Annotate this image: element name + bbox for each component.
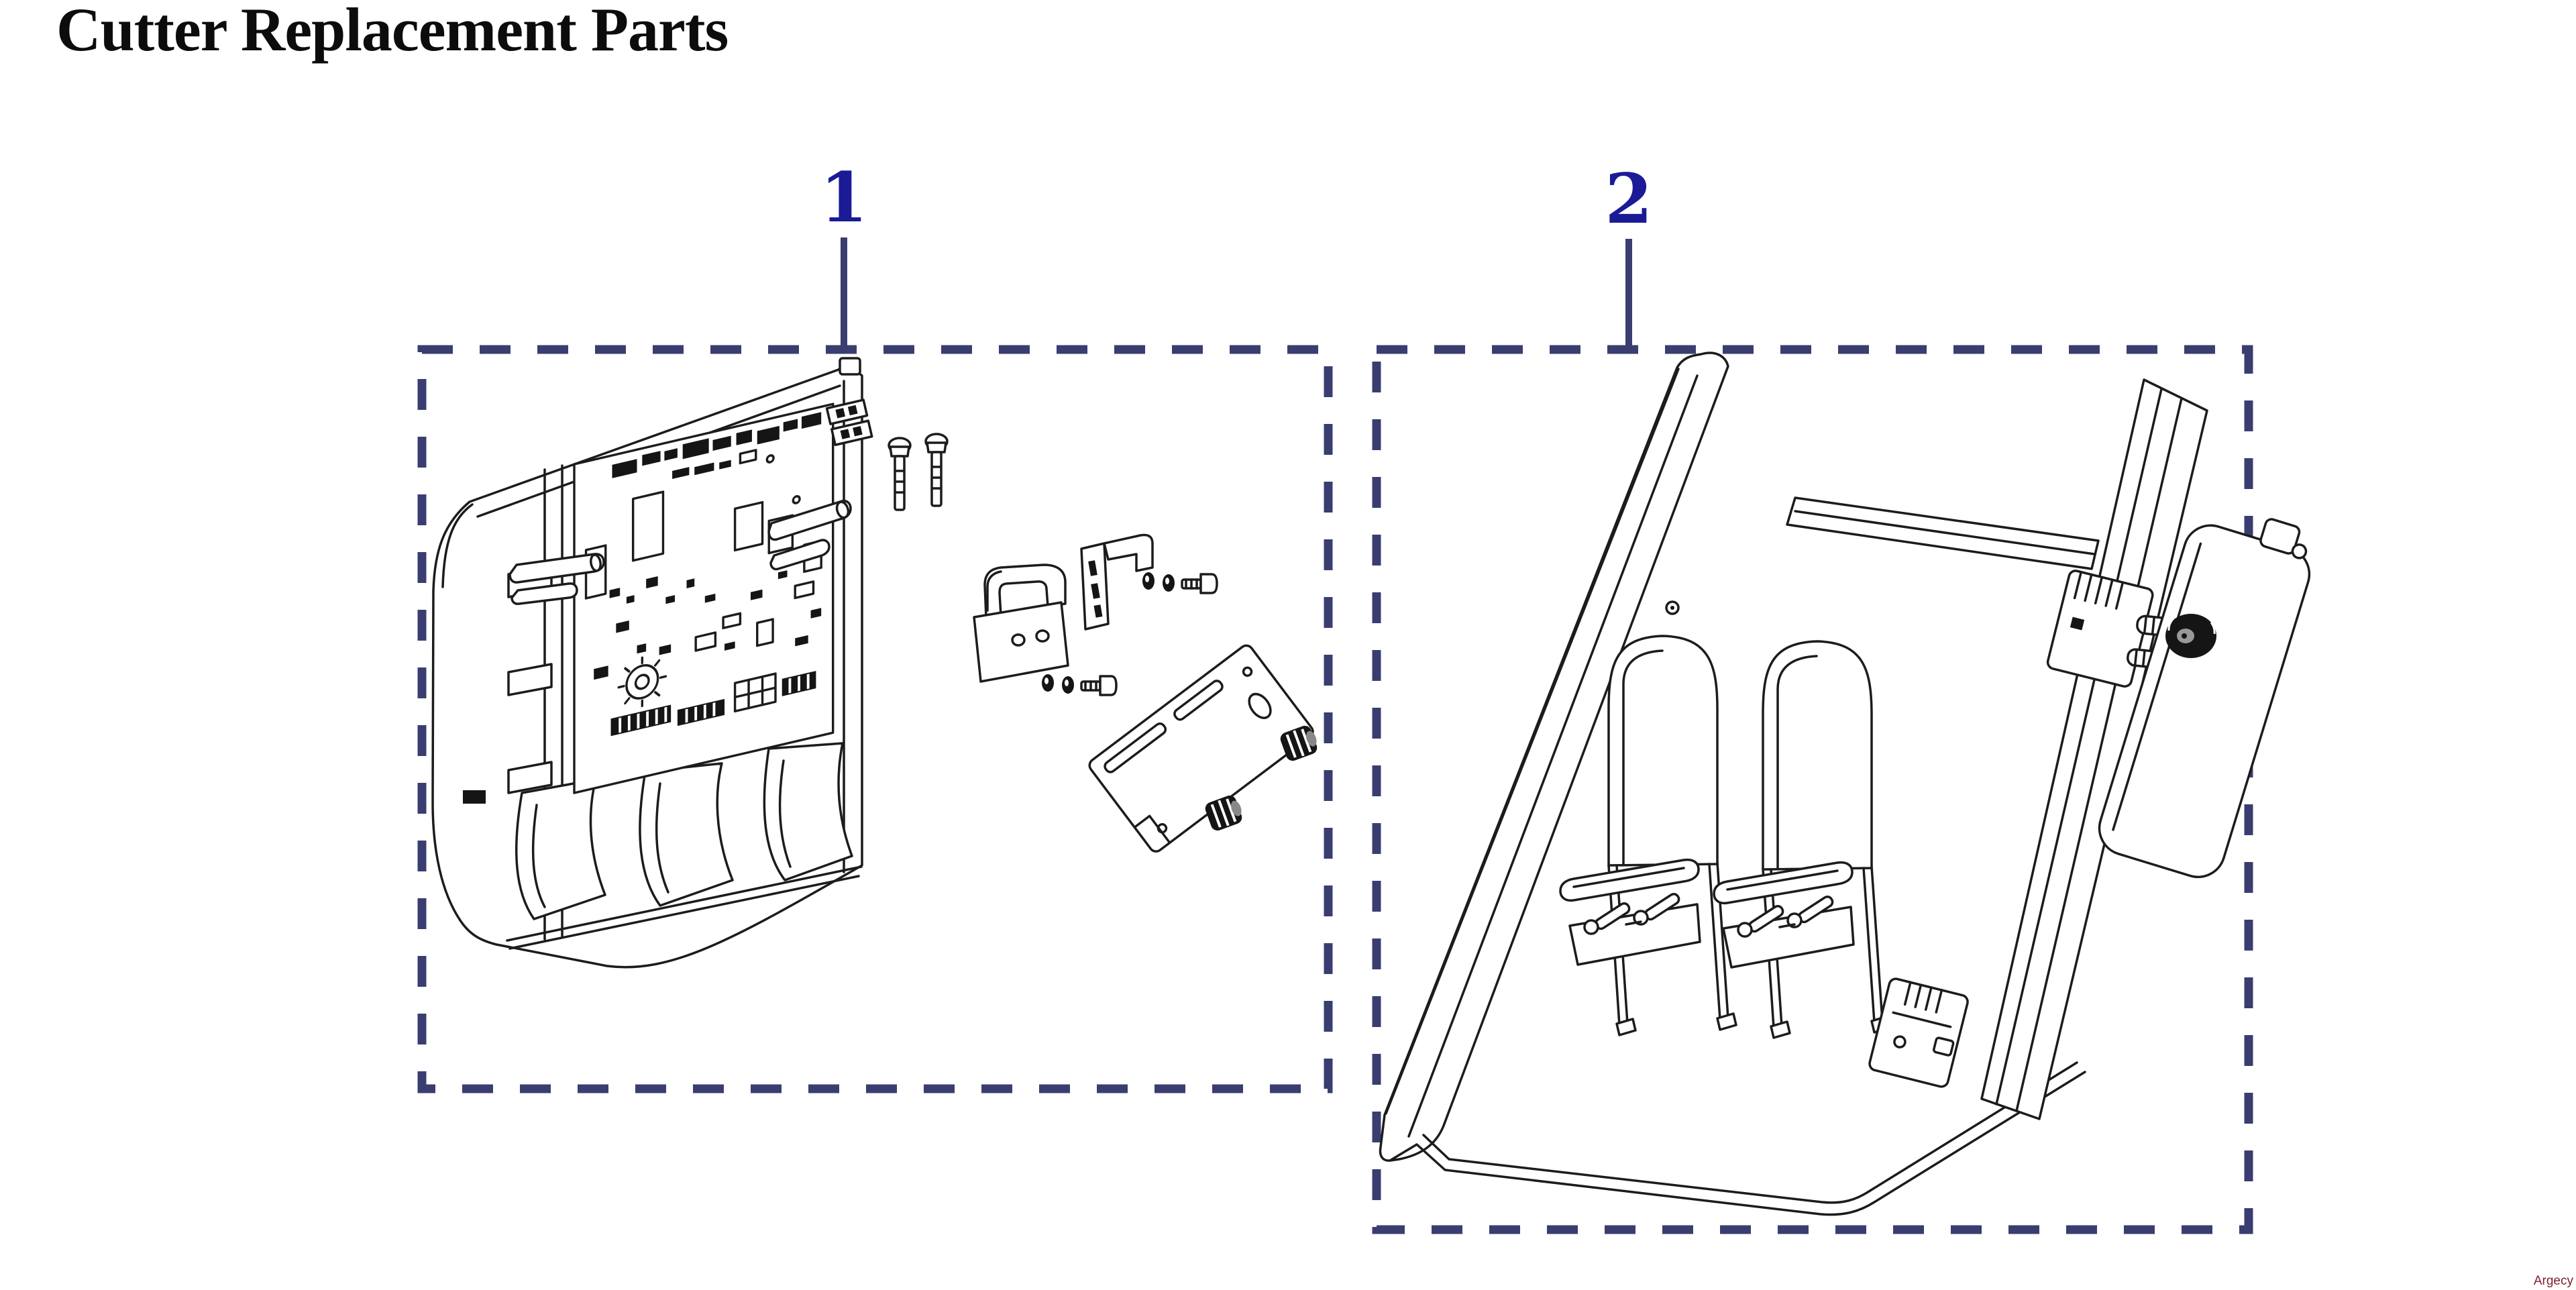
tray-lower-adjuster-drawing <box>1868 977 1969 1088</box>
corner-bracket-drawing <box>1080 533 1154 631</box>
part-group-1-label[interactable]: 1 <box>820 158 868 238</box>
cover-plate-drawing <box>1088 644 1314 853</box>
mounting-screws-drawing <box>888 433 949 511</box>
washer-screw-set-a-drawing <box>1142 572 1218 594</box>
watermark-text: Argecy <box>2533 1274 2573 1288</box>
control-board-drawing <box>573 402 835 794</box>
tray-block-a-drawing <box>1559 858 1701 966</box>
washer-screw-set-b-drawing <box>1042 674 1118 696</box>
tray-paddle-b-drawing <box>1762 640 1892 1039</box>
latch-bracket-drawing <box>973 563 1069 683</box>
tray-mounting-plate-drawing <box>2098 518 2311 879</box>
page-title: Cutter Replacement Parts <box>56 0 729 64</box>
cutter-module-drawing <box>431 357 873 969</box>
part-group-1-box <box>417 237 1333 1093</box>
tray-thumbscrew-icon <box>2165 614 2216 658</box>
board-connectors-drawing <box>825 398 873 446</box>
thumb-nut-b-drawing <box>1205 795 1242 831</box>
part-group-2-box <box>1372 239 2253 1234</box>
part-group-2-label[interactable]: 2 <box>1605 159 1653 239</box>
thumb-nut-a-drawing <box>1280 725 1318 761</box>
catch-tray-drawing <box>1379 352 2311 1216</box>
tray-paddle-a-drawing <box>1607 635 1737 1036</box>
tray-block-b-drawing <box>1713 861 1855 969</box>
